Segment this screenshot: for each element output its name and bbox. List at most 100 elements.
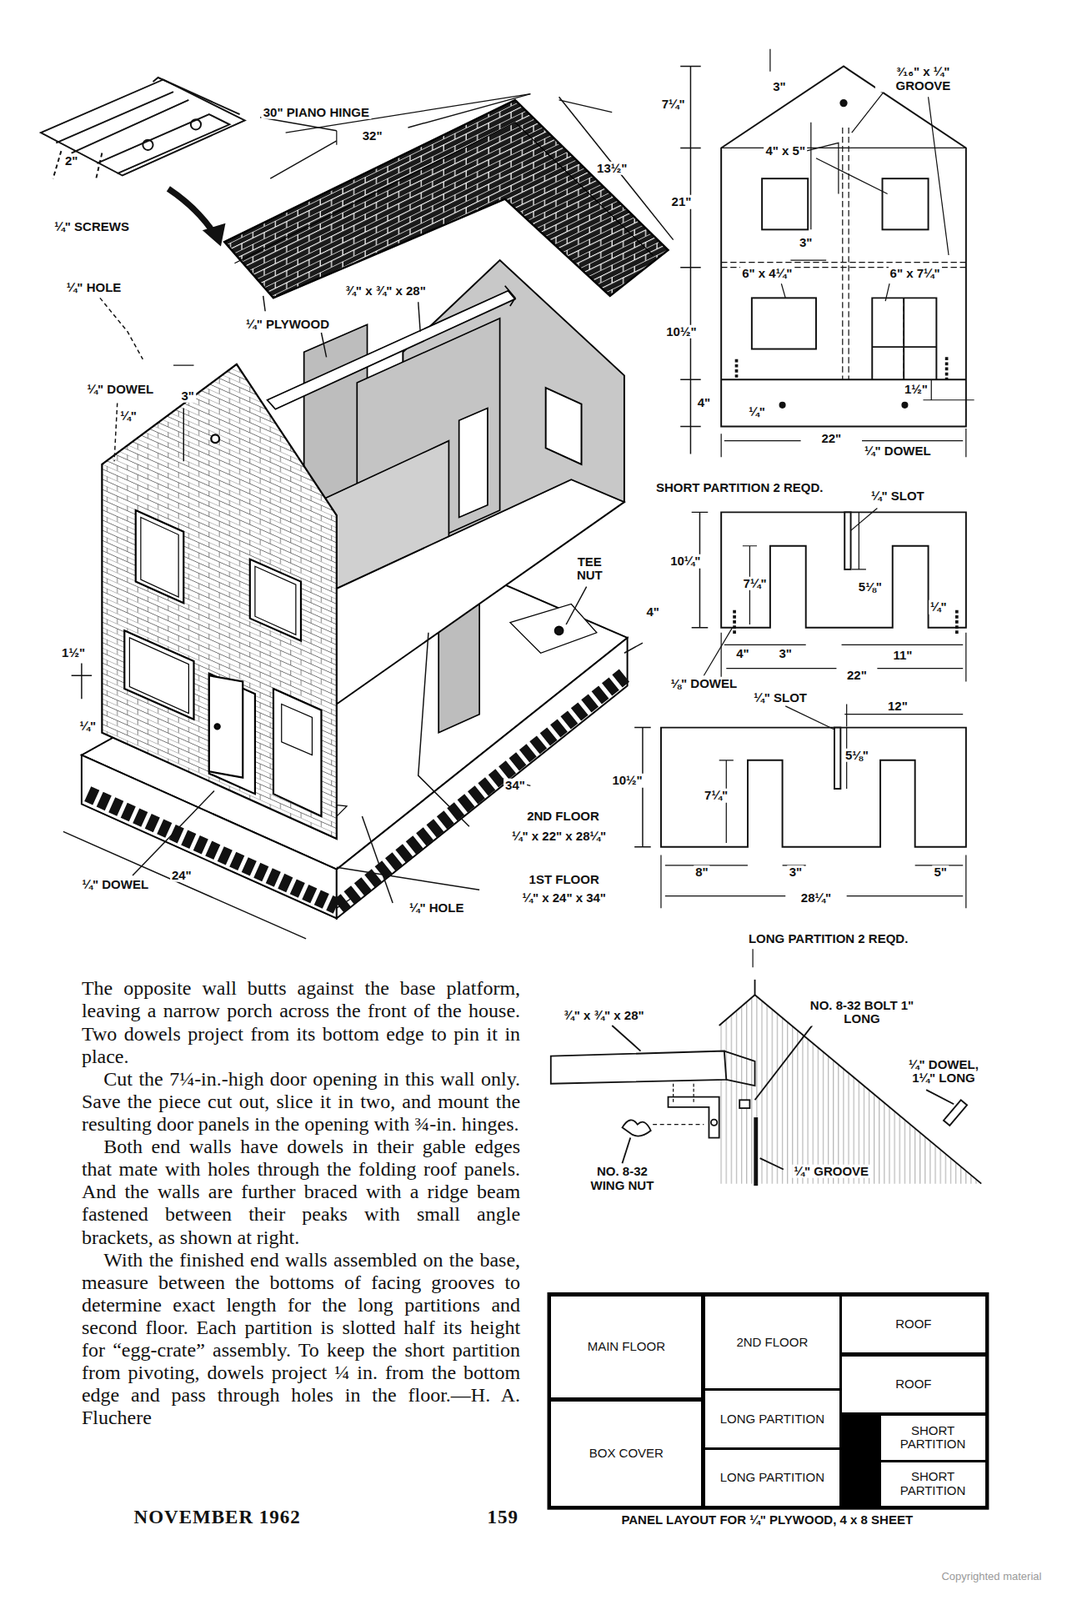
dimension-label: 21" bbox=[670, 195, 694, 210]
piece-name: SHORT PARTITION bbox=[883, 1423, 983, 1452]
piece-name: LONG PARTITION bbox=[720, 1412, 825, 1427]
end-wall-elevation bbox=[842, 127, 849, 380]
dimension-label: ¼" bbox=[77, 719, 98, 734]
piece-name: LONG PARTITION bbox=[720, 1470, 825, 1485]
end-wall-elevation bbox=[901, 402, 907, 408]
dimension-label: 34" bbox=[503, 778, 527, 793]
piece-name: 2ND FLOOR bbox=[736, 1335, 808, 1350]
dimension-label: 3" bbox=[179, 389, 196, 404]
end-wall-elevation bbox=[851, 90, 886, 133]
article-text: The opposite wall butts against the base… bbox=[81, 976, 521, 1429]
base-platform bbox=[336, 637, 628, 919]
end-wall-elevation bbox=[806, 142, 888, 194]
piece-name: ROOF bbox=[895, 1377, 932, 1392]
long-partition bbox=[751, 948, 753, 967]
leader-lines bbox=[320, 332, 326, 357]
front-wall bbox=[101, 364, 336, 839]
ridge-beam bbox=[267, 285, 516, 410]
end-wall-elevation bbox=[882, 178, 929, 230]
dimension-label: 1½" bbox=[60, 646, 87, 661]
dimension-label: 6" x 7¼" bbox=[888, 266, 942, 281]
page-number: 159 bbox=[485, 1506, 521, 1528]
body-paragraph: The opposite wall butts against the base… bbox=[81, 976, 521, 1067]
dimension-label: 32" bbox=[360, 129, 385, 144]
dimension-label: 4" bbox=[644, 605, 661, 620]
end-wall-elevation bbox=[721, 378, 967, 381]
short-partition bbox=[844, 511, 851, 570]
front-wall bbox=[209, 675, 243, 777]
end-wall-elevation bbox=[721, 428, 967, 457]
dimension-label: 10½" bbox=[664, 324, 698, 339]
leader-lines bbox=[71, 663, 92, 700]
bracket-detail bbox=[719, 994, 982, 1183]
dimension-label: 4" x 5" bbox=[763, 144, 807, 159]
dimension-label: 13½" bbox=[595, 161, 629, 176]
dimension-label: ¼" bbox=[118, 409, 139, 424]
dimension-label: ¼" x 24" x 34" bbox=[520, 891, 608, 906]
dimension-label: 5" bbox=[932, 865, 949, 880]
leader-lines bbox=[63, 94, 674, 939]
bracket-detail bbox=[753, 1117, 758, 1186]
piece-name: BOX COVER bbox=[589, 1446, 664, 1461]
bracket-detail bbox=[943, 1099, 967, 1126]
dimension-label: ¼" SLOT bbox=[869, 488, 927, 503]
panel-piece: LONG PARTITION bbox=[702, 1447, 842, 1508]
dimension-label: ⅛" DOWEL bbox=[669, 676, 740, 692]
hinge-detail bbox=[142, 140, 153, 151]
dimension-label: 7¼" bbox=[660, 97, 687, 112]
layout-caption: PANEL LAYOUT FOR ¼" PLYWOOD, 4 x 8 SHEET bbox=[619, 1512, 915, 1528]
piece-name: SHORT PARTITION bbox=[883, 1469, 983, 1498]
hinge-detail bbox=[53, 150, 103, 180]
dimension-label: 4" bbox=[734, 646, 751, 662]
front-wall bbox=[210, 434, 220, 443]
end-wall-elevation bbox=[680, 49, 974, 458]
dimension-label: ¼" x 22" x 28¼" bbox=[510, 829, 608, 844]
end-wall-elevation bbox=[721, 66, 967, 427]
dimension-label: ³⁄₁₆" x ¼" GROOVE bbox=[875, 65, 971, 93]
long-partition bbox=[634, 703, 967, 967]
dimension-label: 12" bbox=[886, 699, 910, 714]
panel-piece: BOX COVER bbox=[548, 1398, 704, 1508]
dimension-label: 2" bbox=[63, 154, 80, 169]
end-wall-elevation bbox=[780, 402, 786, 408]
bracket-detail bbox=[754, 979, 757, 995]
bracket-detail bbox=[668, 1097, 720, 1138]
panel-piece: SHORT PARTITION bbox=[878, 1459, 988, 1508]
end-wall-elevation bbox=[736, 356, 947, 380]
bracket-detail bbox=[673, 1083, 694, 1103]
dimension-label: 22" bbox=[845, 668, 869, 683]
dimension-label: 7¼" bbox=[702, 788, 730, 803]
panel-piece: ROOF bbox=[839, 1353, 987, 1415]
short-partition bbox=[703, 627, 732, 677]
long-partition bbox=[661, 855, 967, 909]
partitions bbox=[459, 408, 488, 518]
dimension-label: 1½" bbox=[902, 382, 930, 397]
leader-lines bbox=[418, 632, 470, 827]
short-partition bbox=[851, 511, 867, 570]
leader-lines bbox=[173, 365, 194, 461]
dimension-label: 8" bbox=[693, 865, 710, 880]
leader-lines bbox=[132, 790, 215, 876]
leader-lines bbox=[418, 301, 421, 331]
roof-panel bbox=[234, 122, 653, 264]
dimension-label: 7¼" bbox=[741, 576, 769, 592]
dimension-label: 2ND FLOOR bbox=[525, 809, 602, 824]
dimension-label: 6" x 4¼" bbox=[740, 266, 794, 281]
back-wall bbox=[546, 387, 582, 465]
long-partition bbox=[834, 727, 841, 789]
dimension-label: 24" bbox=[170, 868, 194, 883]
dimension-label: ¼" DOWEL, 1¼" LONG bbox=[896, 1056, 992, 1085]
dimension-label: ¾" x ¾" x 28" bbox=[561, 1007, 646, 1022]
panel-layout-sheet bbox=[548, 1293, 987, 1508]
bracket-detail bbox=[621, 1137, 631, 1164]
short-partition bbox=[691, 507, 967, 682]
roof-panel bbox=[224, 100, 668, 298]
dimension-label: 30" PIANO HINGE bbox=[261, 105, 371, 120]
dimension-label: TEE NUT bbox=[567, 554, 612, 582]
end-wall-elevation bbox=[761, 178, 808, 230]
dimension-label: 10½" bbox=[610, 773, 644, 788]
issue-date: NOVEMBER 1962 bbox=[132, 1506, 303, 1528]
dimension-label: 3" bbox=[787, 865, 804, 880]
panel-piece: MAIN FLOOR bbox=[548, 1293, 704, 1400]
